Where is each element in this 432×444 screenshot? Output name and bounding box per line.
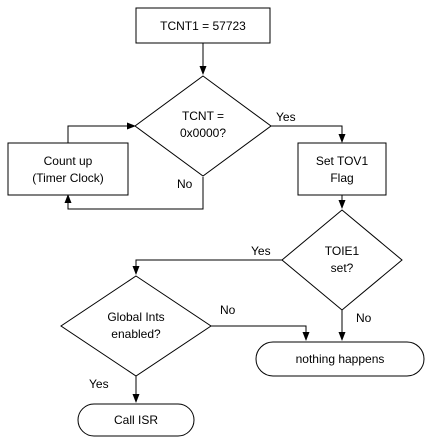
node-count-up-line2: (Timer Clock) xyxy=(32,171,104,185)
node-tcnt-check-line1: TCNT = xyxy=(182,109,224,123)
edge-toie1-yes-to-global-ints xyxy=(132,259,282,275)
node-set-tov1-line1: Set TOV1 xyxy=(316,154,369,168)
node-nothing-happens-text: nothing happens xyxy=(296,352,385,366)
edge-label-global-no: No xyxy=(220,303,236,317)
edge-label-toie1-yes: Yes xyxy=(251,244,271,258)
node-tcnt-check-line2: 0x0000? xyxy=(180,126,226,140)
node-set-tov1: Set TOV1 Flag xyxy=(297,142,387,196)
node-count-up: Count up (Timer Clock) xyxy=(7,142,129,196)
node-tcnt-check: TCNT = 0x0000? xyxy=(134,75,272,177)
edge-label-tcnt-yes: Yes xyxy=(276,110,296,124)
edge-global-no-to-nothing xyxy=(211,325,310,341)
node-set-tov1-line2: Flag xyxy=(330,171,353,185)
edge-label-global-yes: Yes xyxy=(89,377,109,391)
edge-tcnt-yes-to-set-tov1 xyxy=(271,125,346,143)
node-toie1-check: TOIE1 set? xyxy=(281,209,403,311)
edge-label-toie1-no: No xyxy=(356,311,372,325)
node-init-text: TCNT1 = 57723 xyxy=(160,19,246,33)
edge-tcnt-no-to-count-up xyxy=(64,177,204,210)
node-count-up-line1: Count up xyxy=(44,154,93,168)
node-global-ints-line1: Global Ints xyxy=(107,310,164,324)
edge-count-up-to-tcnt-check xyxy=(67,122,136,143)
edge-label-tcnt-no: No xyxy=(177,177,193,191)
node-global-ints: Global Ints enabled? xyxy=(60,275,212,377)
node-init: TCNT1 = 57723 xyxy=(135,7,271,44)
node-call-isr: Call ISR xyxy=(77,403,195,437)
node-nothing-happens: nothing happens xyxy=(255,341,425,377)
node-toie1-check-line1: TOIE1 xyxy=(325,244,360,258)
node-toie1-check-line2: set? xyxy=(331,261,354,275)
node-global-ints-line2: enabled? xyxy=(111,327,161,341)
node-call-isr-text: Call ISR xyxy=(114,413,158,427)
